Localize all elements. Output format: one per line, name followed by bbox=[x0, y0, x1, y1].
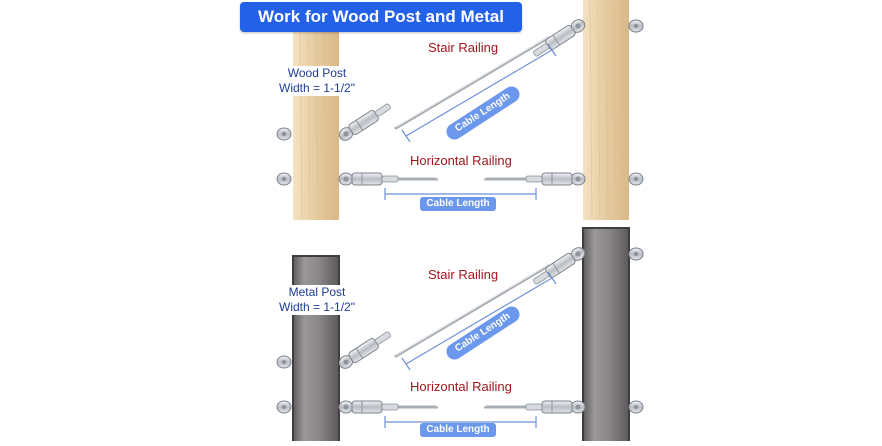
wood-stair-fitting-right-tip bbox=[533, 43, 550, 57]
wood-right-grain bbox=[597, 1, 601, 219]
wood-right-grain bbox=[613, 1, 617, 219]
wood-horizontal-fitting-right-tip bbox=[525, 175, 543, 183]
wood-left-grain bbox=[331, 29, 335, 219]
wood-right-grain bbox=[589, 1, 593, 219]
wood-stair-outer-nut-left-hole bbox=[281, 131, 287, 137]
wood-right-grain bbox=[621, 1, 625, 219]
metal-horizontal-fitting-left-tip bbox=[381, 403, 399, 411]
metal-stair-dimension-tick-left bbox=[401, 357, 411, 371]
wood-post-label-name: Wood Post bbox=[287, 66, 347, 80]
wood-stair-dimension-line bbox=[405, 49, 553, 137]
wood-left-grain bbox=[299, 29, 303, 219]
metal-horizontal-fitting-left-nut-hole bbox=[343, 404, 349, 410]
wood-horizontal-fitting-left-body bbox=[351, 172, 383, 186]
wood-horizontal-railing-label: Horizontal Railing bbox=[410, 153, 512, 168]
metal-horizontal-fitting-left bbox=[338, 400, 399, 414]
metal-stair-fitting-left-tip bbox=[374, 331, 391, 345]
metal-stair-railing-label: Stair Railing bbox=[428, 267, 499, 282]
metal-horizontal-railing-label: Horizontal Railing bbox=[410, 379, 512, 394]
metal-horizontal-cable-break bbox=[438, 403, 484, 411]
metal-stair-fitting-left bbox=[338, 331, 391, 369]
metal-stair-fitting-left-nut-hole bbox=[343, 359, 349, 365]
wood-horizontal-outer-nut-left-hole bbox=[281, 176, 287, 182]
metal-stair-fitting-left-body-seam bbox=[355, 347, 364, 359]
wood-stair-cable bbox=[394, 36, 550, 130]
metal-post-label-name: Metal Post bbox=[288, 285, 346, 299]
wood-stair-fitting-left-body bbox=[348, 110, 379, 136]
metal-horizontal-outer-nut-right-hole bbox=[633, 404, 639, 410]
wood-horizontal-cable-length-label: Cable Length bbox=[420, 197, 496, 211]
wood-top-outer-nut-hole bbox=[633, 23, 639, 29]
wood-stair-dimension-tick-right bbox=[547, 43, 557, 57]
metal-left-post-edge bbox=[292, 255, 340, 446]
wood-horizontal-cable-break bbox=[438, 175, 484, 183]
wood-post-label: Wood Post Width = 1-1/2" bbox=[276, 66, 358, 96]
metal-stair-outer-nut-left-hole bbox=[281, 359, 287, 365]
wood-horizontal-outer-nut-right-hole bbox=[633, 176, 639, 182]
wood-post-label-width: Width = 1-1/2" bbox=[279, 81, 355, 95]
wood-left-grain bbox=[307, 29, 311, 219]
wood-right-grain bbox=[605, 1, 609, 219]
metal-horizontal-fitting-right-tip bbox=[525, 403, 543, 411]
title-banner: Work for Wood Post and Metal Post bbox=[240, 2, 522, 56]
wood-stair-railing-label: Stair Railing bbox=[428, 40, 499, 55]
wood-left-grain bbox=[323, 29, 327, 219]
metal-horizontal-cable-length-label: Cable Length bbox=[420, 423, 496, 437]
metal-stair-dimension-line bbox=[405, 277, 553, 365]
metal-post-label-width: Width = 1-1/2" bbox=[279, 300, 355, 314]
wood-horizontal-fitting-right-body bbox=[541, 172, 573, 186]
metal-horizontal-fitting-right bbox=[525, 400, 586, 414]
wood-stair-fitting-left-nut-hole bbox=[343, 131, 349, 137]
wood-left-grain bbox=[315, 29, 319, 219]
wood-stair-fitting-right bbox=[533, 19, 586, 57]
wood-horizontal-fitting-left bbox=[338, 172, 399, 186]
wood-stair-fitting-left-body-seam bbox=[355, 119, 364, 131]
metal-top-outer-nut-hole bbox=[633, 251, 639, 257]
wood-stair-cable-highlight bbox=[395, 36, 549, 128]
metal-stair-fitting-right-nut-hole bbox=[575, 251, 581, 257]
metal-stair-fitting-left-body bbox=[348, 338, 379, 364]
metal-right-post-edge bbox=[582, 227, 630, 446]
metal-stair-fitting-right bbox=[533, 247, 586, 285]
wood-stair-fitting-left bbox=[338, 103, 391, 141]
wood-horizontal-fitting-left-nut-hole bbox=[343, 176, 349, 182]
metal-left-post bbox=[293, 256, 339, 446]
metal-right-post bbox=[583, 228, 629, 446]
metal-stair-fitting-right-tip bbox=[533, 271, 550, 285]
metal-post-label: Metal Post Width = 1-1/2" bbox=[276, 285, 358, 315]
metal-horizontal-fitting-right-body bbox=[541, 400, 573, 414]
metal-stair-cable-highlight bbox=[395, 264, 549, 356]
metal-stair-cable bbox=[394, 264, 550, 358]
metal-horizontal-fitting-left-body bbox=[351, 400, 383, 414]
wood-horizontal-fitting-right-nut-hole bbox=[575, 176, 581, 182]
wood-stair-fitting-right-nut-hole bbox=[575, 23, 581, 29]
wood-horizontal-fitting-left-tip bbox=[381, 175, 399, 183]
wood-stair-dimension-tick-left bbox=[401, 129, 411, 143]
metal-stair-dimension-tick-right bbox=[547, 271, 557, 285]
wood-horizontal-fitting-right bbox=[525, 172, 586, 186]
wood-stair-fitting-left-tip bbox=[374, 103, 391, 117]
metal-horizontal-outer-nut-left-hole bbox=[281, 404, 287, 410]
metal-horizontal-fitting-right-nut-hole bbox=[575, 404, 581, 410]
metal-stair-fitting-right-body-seam bbox=[552, 262, 560, 274]
wood-stair-fitting-right-body-seam bbox=[552, 34, 560, 46]
